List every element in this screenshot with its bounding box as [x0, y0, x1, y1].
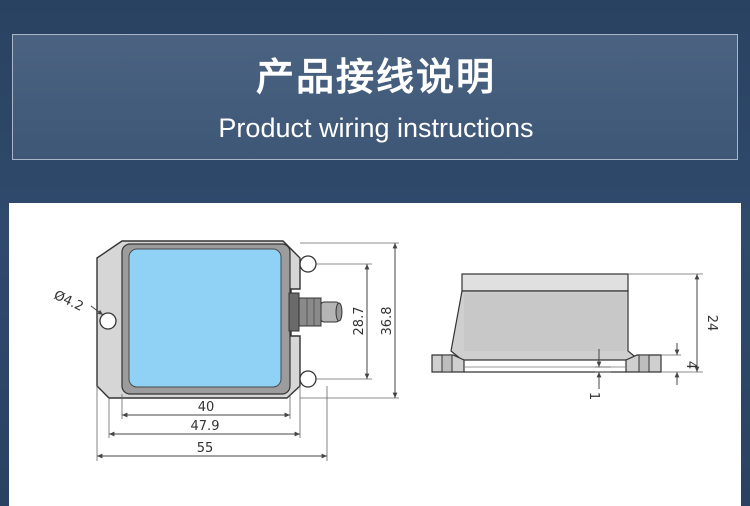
top-view: Ø4.2 40 47.9 55 28.7 — [51, 240, 399, 461]
side-view: 24 4 1 — [431, 273, 719, 400]
page-title: 产品接线说明 — [255, 54, 496, 99]
drawing-panel: Ø4.2 40 47.9 55 28.7 — [9, 203, 741, 506]
dim-overall-width: 55 — [197, 441, 214, 456]
dim-side-height: 24 — [704, 315, 719, 332]
mount-hole-left — [99, 312, 117, 330]
cable-gland — [288, 292, 343, 332]
mount-hole-top-right — [299, 255, 317, 273]
dim-flange-height: 4 — [683, 361, 698, 369]
dimension-drawing: Ø4.2 40 47.9 55 28.7 — [51, 240, 719, 461]
dim-overall-height: 36.8 — [380, 307, 395, 336]
blue-lid — [128, 248, 282, 388]
hole-diameter-label: Ø4.2 — [51, 288, 85, 315]
page-subtitle: Product wiring instructions — [218, 113, 534, 143]
header-panel: 产品接线说明 Product wiring instructions — [12, 34, 738, 160]
side-upper-body — [461, 273, 629, 292]
dim-inner-height: 28.7 — [352, 307, 367, 336]
dim-inner-width: 40 — [198, 400, 215, 415]
dim-base-offset: 1 — [586, 392, 601, 400]
dim-mid-width: 47.9 — [191, 419, 220, 434]
mount-hole-bottom-right — [299, 370, 317, 388]
